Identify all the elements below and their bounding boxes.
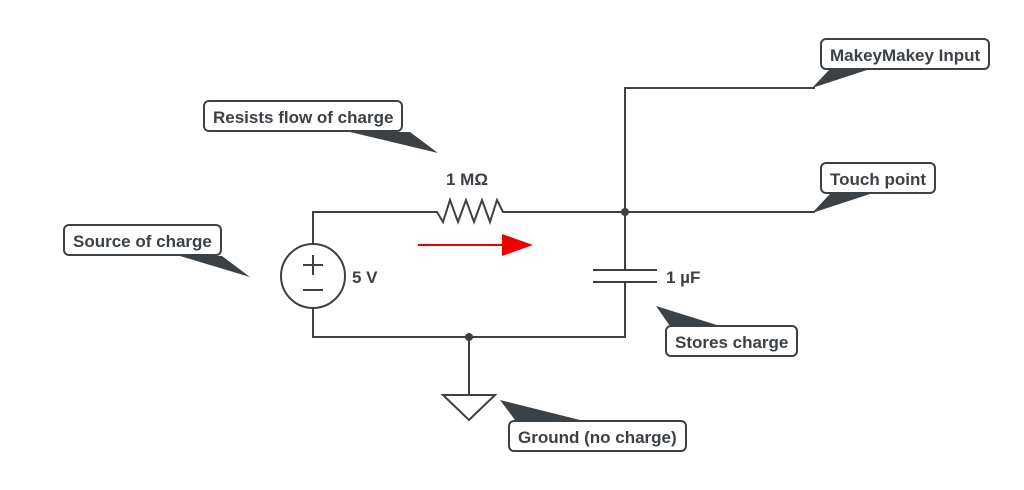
tail-capacitor bbox=[656, 306, 720, 326]
capacitor-value: 1 µF bbox=[666, 268, 701, 287]
tail-input bbox=[812, 69, 870, 88]
wire-input bbox=[624, 87, 815, 270]
junction-top bbox=[621, 208, 629, 216]
source-value: 5 V bbox=[352, 268, 378, 287]
callout-resistor: Resists flow of charge bbox=[203, 100, 404, 132]
callout-ground: Ground (no charge) bbox=[508, 420, 687, 452]
callout-tails bbox=[180, 69, 870, 420]
resistor-value: 1 MΩ bbox=[446, 170, 488, 189]
resistor-symbol bbox=[430, 196, 505, 226]
tail-ground bbox=[500, 400, 580, 420]
junction-bottom bbox=[465, 333, 473, 341]
wires bbox=[280, 87, 815, 422]
wire-top-left bbox=[312, 211, 430, 244]
tail-resistor bbox=[350, 132, 438, 153]
ground-symbol bbox=[440, 394, 498, 422]
callout-capacitor: Stores charge bbox=[665, 325, 799, 357]
callout-source: Source of charge bbox=[63, 224, 222, 256]
callout-touch: Touch point bbox=[820, 162, 936, 194]
voltage-source-symbol bbox=[280, 243, 346, 309]
tail-touch bbox=[812, 194, 870, 213]
callout-input: MakeyMakey Input bbox=[820, 38, 991, 70]
current-arrow-head bbox=[502, 234, 533, 256]
tail-source bbox=[180, 256, 250, 277]
wire-bottom bbox=[312, 282, 626, 338]
